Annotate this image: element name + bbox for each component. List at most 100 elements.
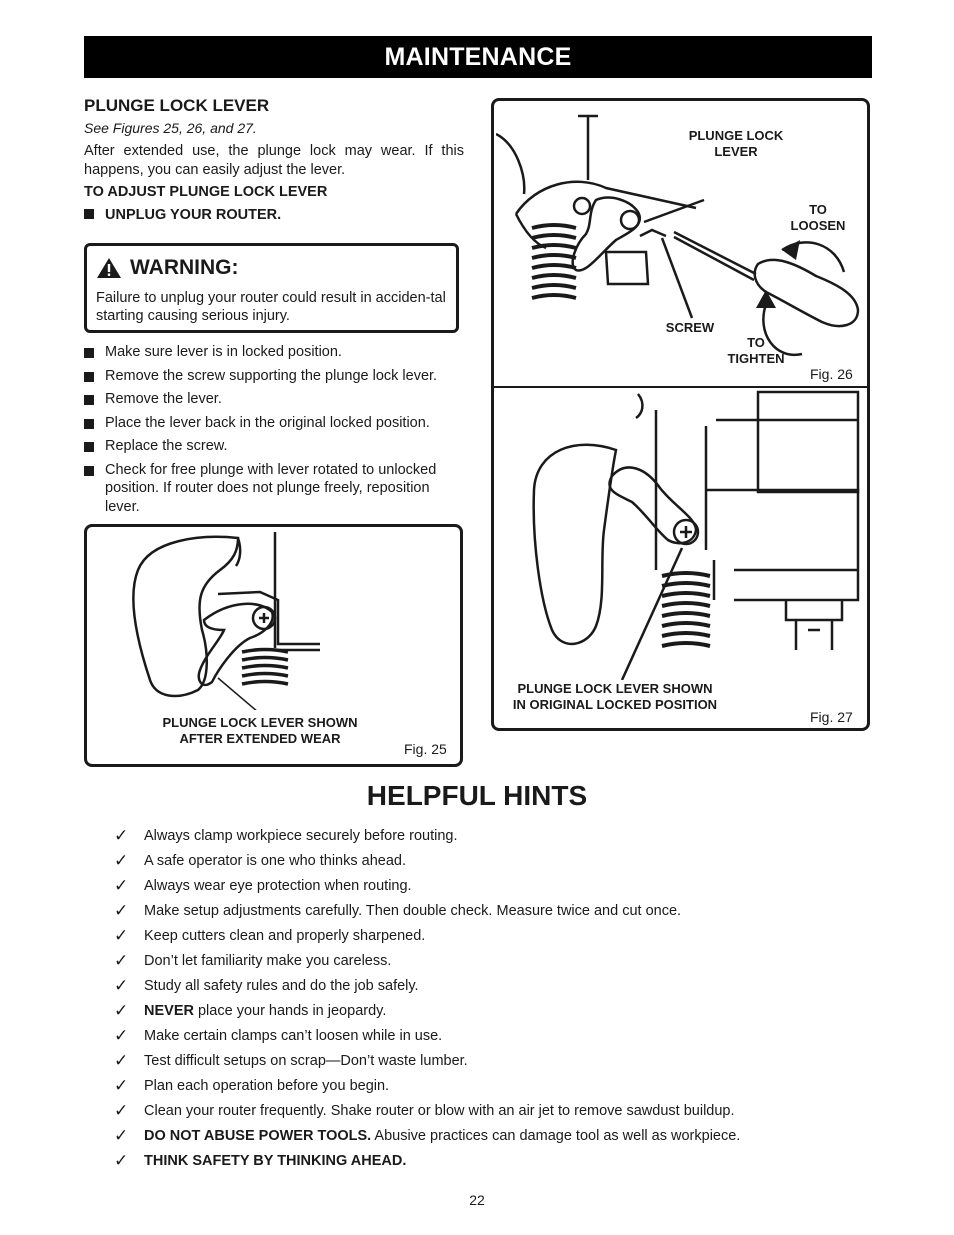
warning-triangle-icon <box>97 258 121 278</box>
fig26-lever-callout: PLUNGE LOCK LEVER <box>676 128 796 160</box>
hint-text: Always wear eye protection when routing. <box>144 877 412 894</box>
list-item: Replace the screw. <box>84 437 466 456</box>
list-item: ✓ DO NOT ABUSE POWER TOOLS. Abusive pract… <box>114 1123 740 1148</box>
list-item: ✓ Test difficult setups on scrap—Don’t wa… <box>114 1048 740 1073</box>
checkmark-icon: ✓ <box>114 1025 129 1045</box>
unplug-step: UNPLUG YOUR ROUTER. <box>84 207 281 223</box>
checkmark-icon: ✓ <box>114 850 129 870</box>
figure-25-box <box>84 524 463 767</box>
list-item: Check for free plunge with lever rotated… <box>84 461 466 517</box>
list-item: Place the lever back in the original loc… <box>84 414 466 433</box>
bullet-square-icon <box>84 371 94 382</box>
bullet-square-icon <box>84 442 94 452</box>
step-text: Remove the lever. <box>105 391 222 407</box>
figure-25-callout: PLUNGE LOCK LEVER SHOWN AFTER EXTENDED W… <box>140 715 380 747</box>
list-item: Remove the screw supporting the plunge l… <box>84 367 466 386</box>
checkmark-icon: ✓ <box>114 925 129 945</box>
checkmark-icon: ✓ <box>114 875 129 895</box>
checkmark-icon: ✓ <box>114 900 129 920</box>
figure-25-illustration <box>132 532 320 710</box>
list-item: ✓ Make certain clamps can’t loosen while … <box>114 1023 740 1048</box>
figure-divider <box>494 386 867 388</box>
plunge-intro: After extended use, the plunge lock may … <box>84 143 464 178</box>
checkmark-icon: ✓ <box>114 1075 129 1095</box>
checkmark-icon: ✓ <box>114 1150 129 1170</box>
unplug-text: UNPLUG YOUR ROUTER. <box>105 207 282 223</box>
list-item: ✓ Study all safety rules and do the job s… <box>114 973 740 998</box>
list-item: ✓ THINK SAFETY BY THINKING AHEAD. <box>114 1148 740 1173</box>
page-number: 22 <box>469 1192 485 1208</box>
checkmark-icon: ✓ <box>114 975 129 995</box>
list-item: ✓ NEVER place your hands in jeopardy. <box>114 998 740 1023</box>
list-item: ✓ Make setup adjustments carefully. Then … <box>114 898 740 923</box>
checkmark-icon: ✓ <box>114 950 129 970</box>
figure-27-illustration <box>532 390 860 680</box>
section-header: MAINTENANCE <box>84 36 872 78</box>
list-item: ✓Plan each operation before you begin. <box>114 1073 740 1098</box>
bullet-square-icon <box>84 395 94 405</box>
step-text: Place the lever back in the original loc… <box>105 414 430 431</box>
callout-line: TO <box>747 335 765 350</box>
warning-box <box>84 243 459 333</box>
callout-line: TIGHTEN <box>727 351 785 366</box>
list-item: Make sure lever is in locked position. <box>84 343 466 362</box>
hint-bold: NEVER <box>144 1002 194 1019</box>
figure-25-label: Fig. 25 <box>404 741 447 757</box>
adjust-steps-list: Make sure lever is in locked position. R… <box>84 343 466 521</box>
hint-text: Don’t let familiarity make you careless. <box>144 952 392 969</box>
callout-line: TO <box>809 202 827 217</box>
checkmark-icon: ✓ <box>114 1125 129 1145</box>
list-item: ✓ Always wear eye protection when routing… <box>114 873 740 898</box>
hint-text: Keep cutters clean and properly sharpene… <box>144 927 426 944</box>
callout-line: PLUNGE LOCK LEVER SHOWN <box>517 681 713 696</box>
checkmark-icon: ✓ <box>114 1100 129 1120</box>
hint-text: Clean your router frequently. Shake rout… <box>144 1102 735 1119</box>
callout-line: PLUNGE LOCK <box>688 128 784 143</box>
bullet-square-icon <box>84 209 94 219</box>
fig26-screw-callout: SCREW <box>665 320 715 335</box>
figure-27-label: Fig. 27 <box>810 709 853 725</box>
hint-text: A safe operator is one who thinks ahead. <box>144 852 406 869</box>
checkmark-icon: ✓ <box>114 825 129 845</box>
hint-bold: DO NOT ABUSE POWER TOOLS. <box>144 1127 372 1144</box>
warning-title-text: WARNING: <box>130 256 239 279</box>
figure-26-illustration <box>496 114 860 357</box>
figure-26-label: Fig. 26 <box>810 366 853 382</box>
bullet-square-icon <box>84 348 94 358</box>
step-text: Remove the screw supporting the plunge l… <box>105 367 438 384</box>
hint-text: Make setup adjustments carefully. Then d… <box>144 902 682 919</box>
hint-bold: THINK SAFETY BY THINKING AHEAD. <box>144 1152 407 1169</box>
checkmark-icon: ✓ <box>114 1050 129 1070</box>
step-text: Replace the screw. <box>105 438 228 454</box>
fig26-tighten-callout: TO TIGHTEN <box>716 335 796 367</box>
callout-line: AFTER EXTENDED WEAR <box>179 731 341 746</box>
callout-line: LOOSEN <box>790 218 846 233</box>
warning-title: WARNING: <box>96 256 239 280</box>
plunge-lock-title: PLUNGE LOCK LEVER <box>84 96 270 115</box>
hint-text: Study all safety rules and do the job sa… <box>144 977 419 994</box>
fig26-loosen-callout: TO LOOSEN <box>778 202 858 234</box>
hint-text: Make certain clamps can’t loosen while i… <box>144 1027 443 1044</box>
list-item: ✓ Clean your router frequently. Shake rou… <box>114 1098 740 1123</box>
step-text: Make sure lever is in locked position. <box>105 344 342 360</box>
callout-line: PLUNGE LOCK LEVER SHOWN <box>162 715 358 730</box>
list-item: ✓ Don’t let familiarity make you careless… <box>114 948 740 973</box>
helpful-hints-list: ✓ Always clamp workpiece securely before … <box>114 823 740 1173</box>
list-item: ✓ A safe operator is one who thinks ahead… <box>114 848 740 873</box>
see-figures-note: See Figures 25, 26, and 27. <box>84 120 257 136</box>
list-item: ✓ Keep cutters clean and properly sharpen… <box>114 923 740 948</box>
list-item: Remove the lever. <box>84 390 466 409</box>
checkmark-icon: ✓ <box>114 1000 129 1020</box>
warning-text: Failure to unplug your router could resu… <box>96 290 446 324</box>
bullet-square-icon <box>84 465 94 476</box>
hint-text: Always clamp workpiece securely before r… <box>144 827 458 844</box>
adjust-heading: TO ADJUST PLUNGE LOCK LEVER <box>84 184 328 200</box>
step-text: Check for free plunge with lever rotated… <box>105 461 437 515</box>
callout-line: LEVER <box>714 144 758 159</box>
hint-text: Test difficult setups on scrap—Don’t was… <box>144 1052 468 1069</box>
hint-text: Abusive practices can damage tool as wel… <box>371 1127 741 1144</box>
helpful-hints-title: HELPFUL HINTS <box>366 780 588 811</box>
callout-line: IN ORIGINAL LOCKED POSITION <box>512 697 718 712</box>
hint-text: place your hands in jeopardy. <box>193 1002 387 1019</box>
figure-27-callout: PLUNGE LOCK LEVER SHOWN IN ORIGINAL LOCK… <box>500 681 730 713</box>
